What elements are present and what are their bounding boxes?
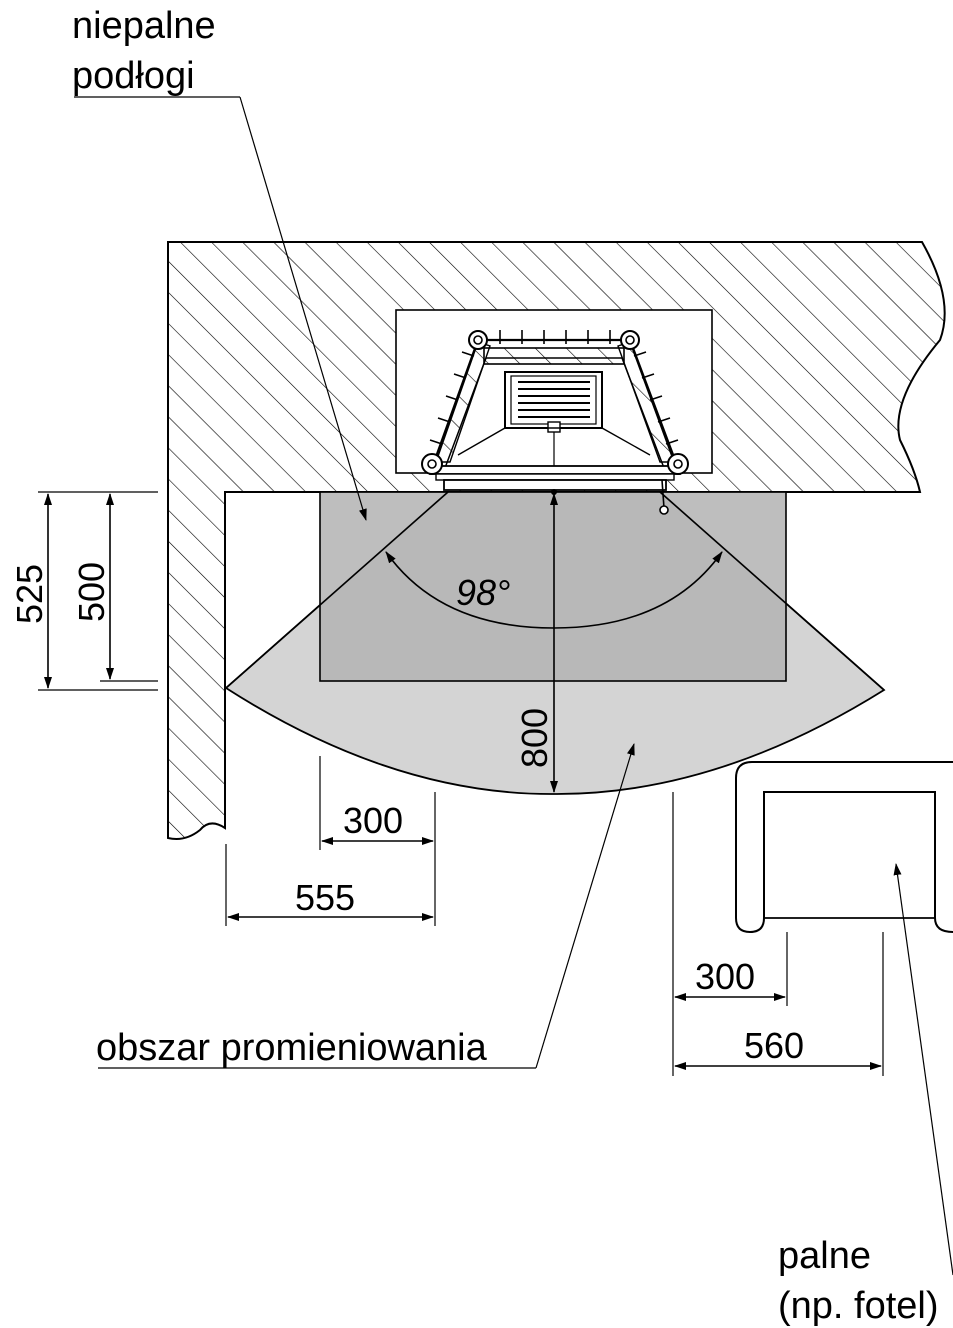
label-combustible-2: (np. fotel) bbox=[778, 1285, 939, 1327]
armchair bbox=[735, 761, 953, 934]
label-noncombustible-2: podłogi bbox=[72, 55, 195, 97]
dim-555-label: 555 bbox=[295, 877, 355, 918]
leader-combustible bbox=[893, 863, 953, 1276]
leader-radiation bbox=[98, 743, 635, 1069]
noncombustible-floor-plate bbox=[319, 491, 787, 682]
angle-label: 98° bbox=[456, 572, 510, 613]
dim-800-label: 800 bbox=[514, 708, 555, 768]
dim-560-label: 560 bbox=[744, 1025, 804, 1066]
label-combustible-1: palne bbox=[778, 1235, 871, 1277]
dim-500-label: 500 bbox=[71, 562, 112, 622]
fireplace-insert bbox=[421, 330, 689, 515]
radiation-edge-left bbox=[225, 491, 449, 689]
dim-525-500 bbox=[38, 491, 158, 691]
label-radiation-area: obszar promieniowania bbox=[96, 1027, 488, 1069]
wall-hatched bbox=[167, 241, 946, 840]
radiation-edge-right bbox=[659, 491, 885, 691]
label-noncombustible-1: niepalne bbox=[72, 5, 216, 47]
dim-525-label: 525 bbox=[9, 564, 50, 624]
dim-300-right-label: 300 bbox=[695, 956, 755, 997]
dim-left-bottom bbox=[225, 756, 436, 926]
dim-300-left-label: 300 bbox=[343, 800, 403, 841]
dim-right-bottom bbox=[672, 792, 884, 1076]
leader-noncombustible bbox=[74, 96, 367, 521]
